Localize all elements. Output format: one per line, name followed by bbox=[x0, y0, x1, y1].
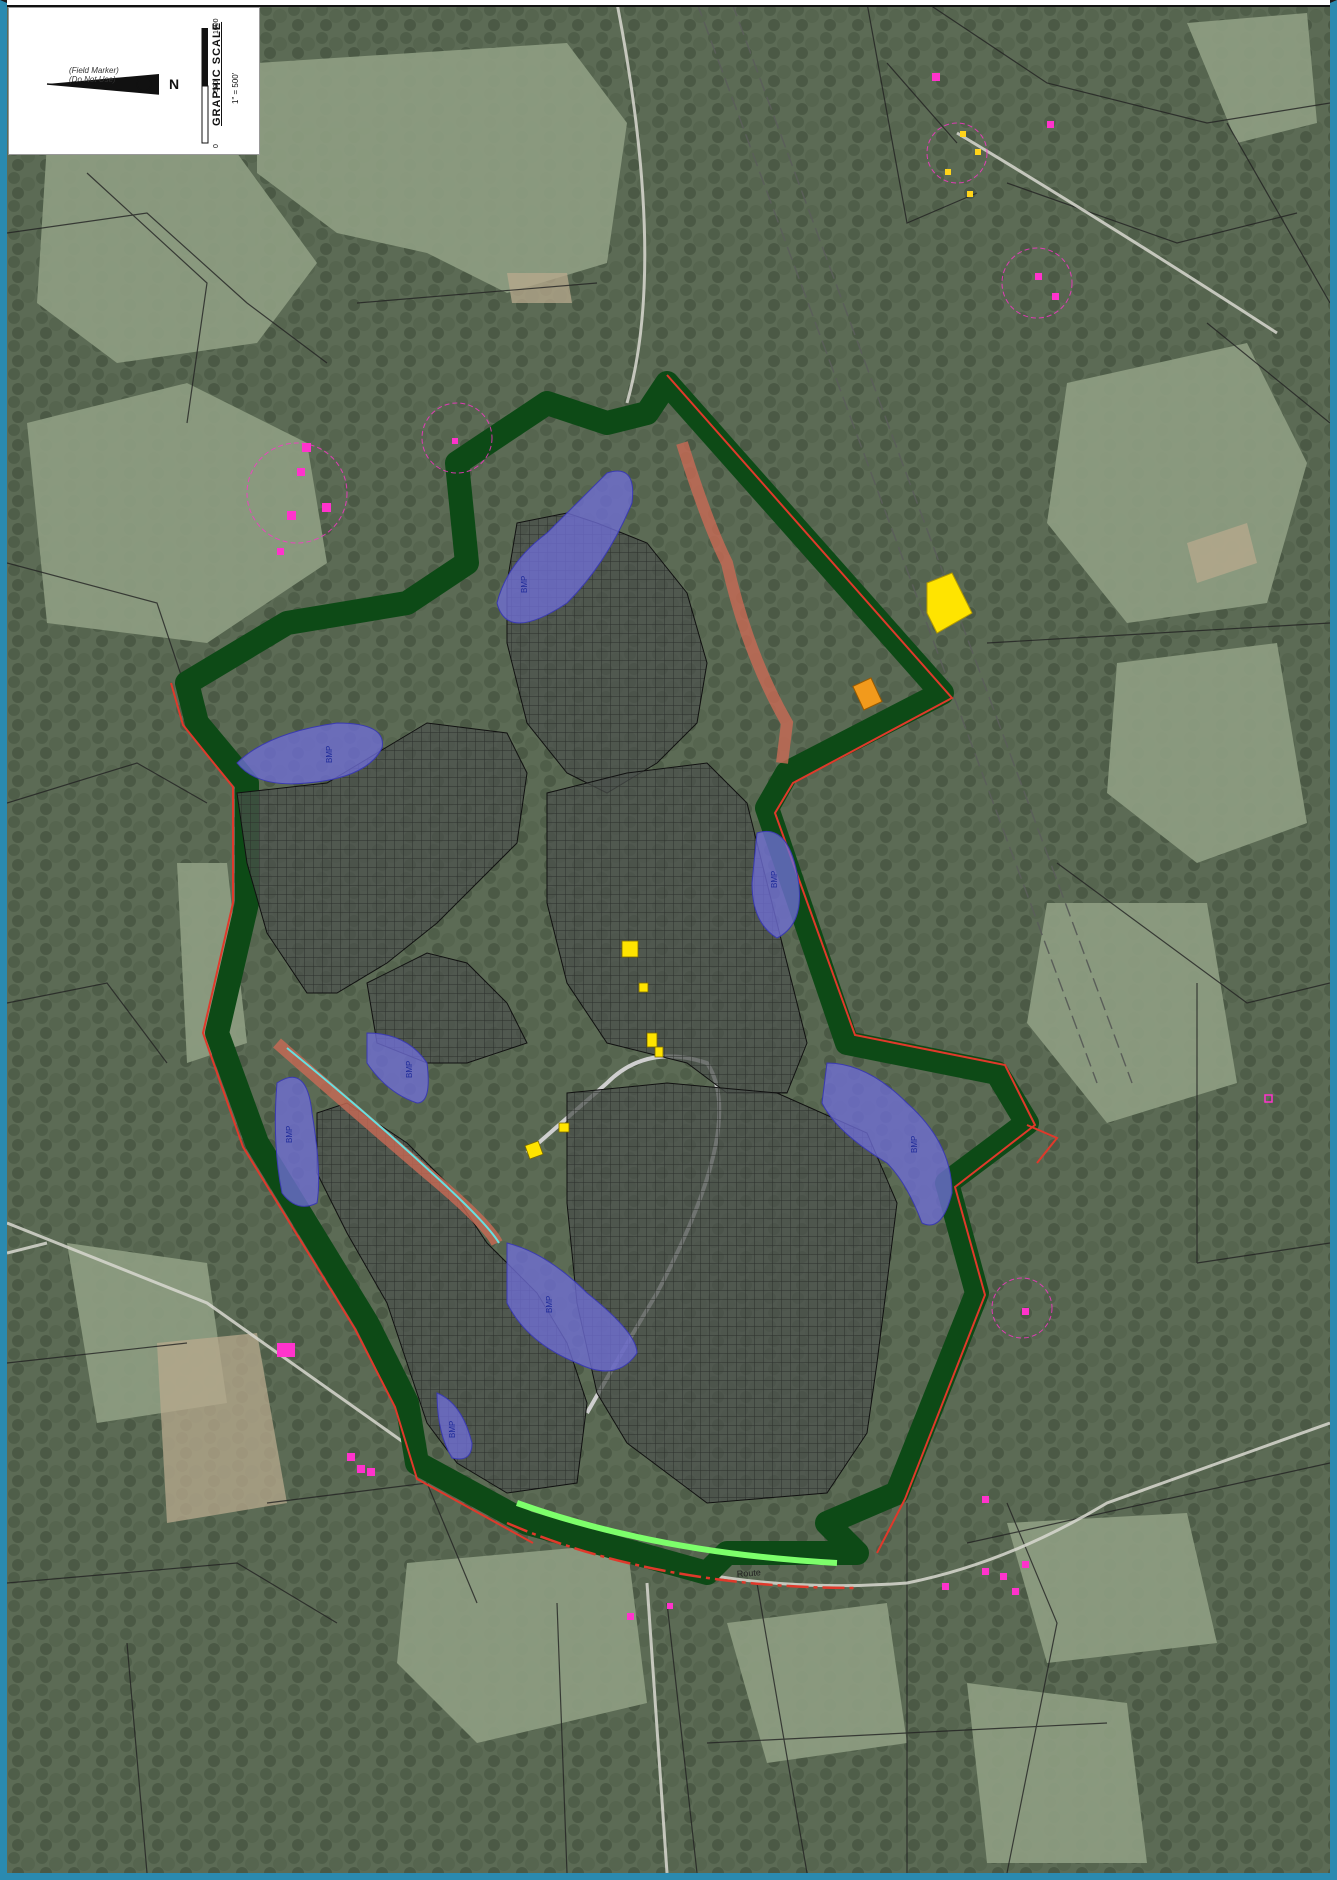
basin-label: BMP bbox=[520, 576, 529, 593]
basin-8[interactable] bbox=[436, 1392, 473, 1460]
scale-mark-500: 500 bbox=[213, 80, 220, 92]
boundary-outer-line bbox=[170, 682, 534, 1544]
north-note-line-2: (Do Not Use) bbox=[69, 75, 116, 84]
scale-mark-0: 0 bbox=[213, 144, 220, 148]
scale-mark-1000: 1000 bbox=[213, 18, 220, 34]
stormwater-basins[interactable] bbox=[236, 470, 953, 1460]
basin-label: BMP bbox=[770, 871, 779, 888]
bare-ground bbox=[157, 273, 1257, 1523]
solar-array-southwest bbox=[316, 1102, 588, 1494]
north-letter: N bbox=[169, 76, 179, 92]
boundary-east-notch bbox=[1026, 1124, 1059, 1164]
transmission-corridor bbox=[696, 3, 1133, 1084]
solar-array-center bbox=[546, 762, 808, 1094]
project-boundary-buffer bbox=[175, 371, 1039, 1585]
basin-label: BMP bbox=[910, 1136, 919, 1153]
substation-yellow[interactable] bbox=[926, 572, 973, 634]
basin-7[interactable] bbox=[506, 1242, 638, 1372]
scale-ratio: 1" = 500' bbox=[231, 72, 240, 104]
residence-markers bbox=[277, 73, 1273, 1620]
scale-north-legend: N GRAPHIC SCALE 1" = 500' (Field Marker)… bbox=[8, 7, 260, 155]
north-arrow-outline bbox=[46, 83, 160, 95]
basin-label: BMP bbox=[545, 1296, 554, 1313]
site-map[interactable]: BMP BMP BMP BMP BMP BMP BMP BMP bbox=[7, 3, 1330, 1873]
parcel-lines bbox=[7, 3, 1330, 1873]
stream-line bbox=[286, 1047, 500, 1244]
residence-footprints bbox=[945, 131, 981, 197]
stream-buffers bbox=[273, 441, 794, 1246]
north-arrow-hub bbox=[136, 76, 152, 92]
basin-5[interactable] bbox=[821, 1062, 953, 1226]
title-block-strip bbox=[7, 0, 1330, 7]
equipment-pad-orange[interactable] bbox=[852, 677, 883, 711]
basin-label: BMP bbox=[448, 1421, 457, 1438]
basin-label: BMP bbox=[405, 1061, 414, 1078]
basin-label: BMP bbox=[325, 746, 334, 763]
north-note: (Field Marker) (Do Not Use) bbox=[69, 66, 119, 84]
basin-3[interactable] bbox=[751, 831, 800, 939]
basin-1[interactable] bbox=[496, 470, 634, 624]
site-frontage-access bbox=[515, 1500, 838, 1566]
basin-label: BMP bbox=[285, 1126, 294, 1143]
north-note-line-1: (Field Marker) bbox=[69, 66, 119, 75]
inverter-pads[interactable] bbox=[524, 940, 664, 1160]
scale-title: GRAPHIC SCALE bbox=[211, 21, 223, 126]
basin-labels: BMP BMP BMP BMP BMP BMP BMP BMP bbox=[285, 576, 919, 1438]
solar-array-west bbox=[236, 722, 528, 994]
basin-2[interactable] bbox=[236, 722, 383, 785]
north-arrow-icon bbox=[47, 74, 159, 94]
road-label: Route bbox=[736, 1567, 761, 1579]
basin-4[interactable] bbox=[366, 1032, 429, 1104]
solar-arrays bbox=[236, 512, 898, 1504]
basin-6[interactable] bbox=[274, 1076, 320, 1207]
graphic-scale-bar bbox=[201, 28, 209, 144]
property-line-south bbox=[506, 1521, 858, 1590]
project-boundary-line bbox=[666, 374, 1037, 1554]
setback-circles bbox=[246, 122, 1073, 1339]
